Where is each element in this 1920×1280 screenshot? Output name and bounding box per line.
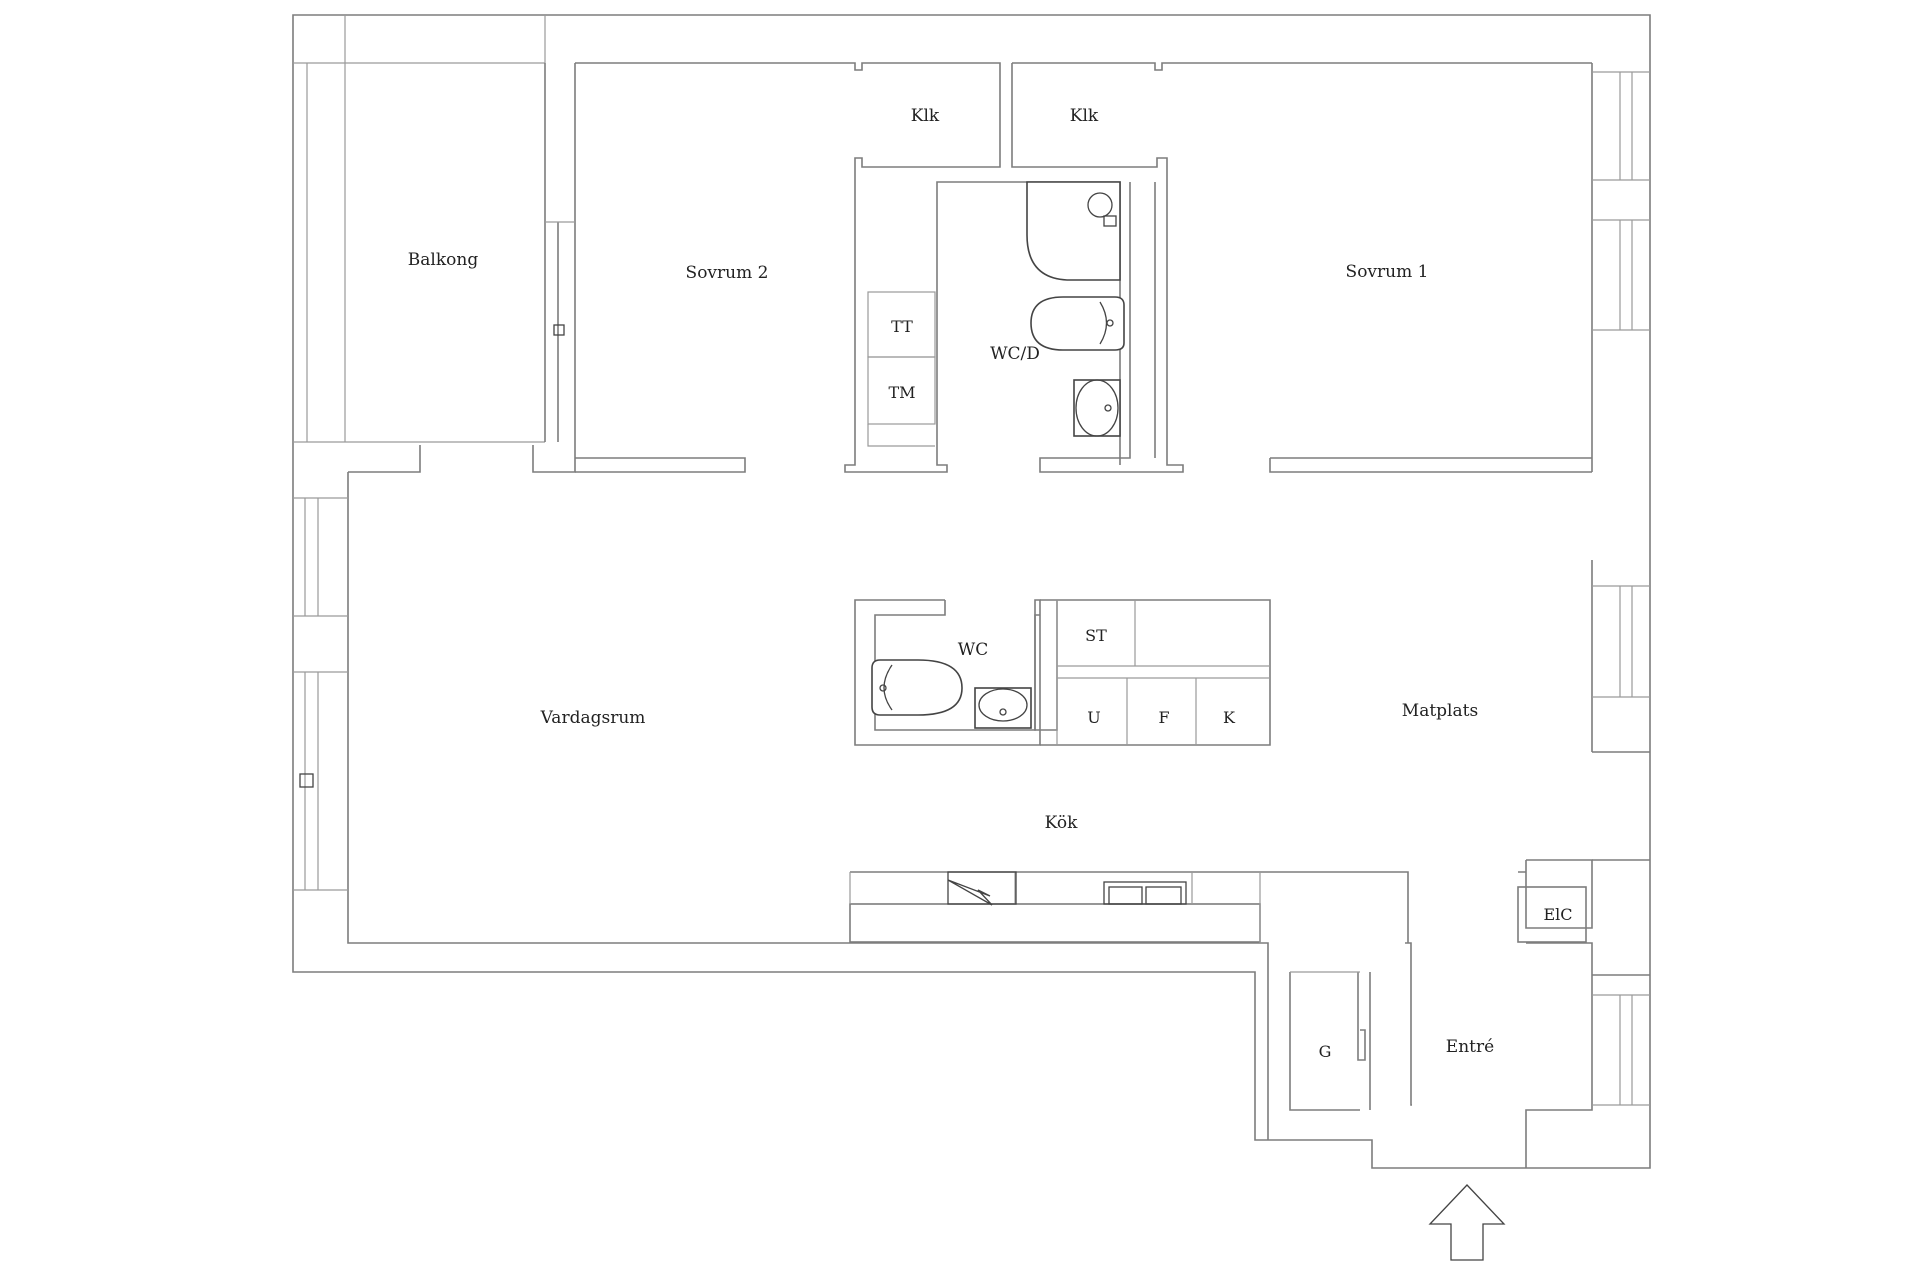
bedroom-2-walls: [575, 62, 1121, 473]
bedroom-1-walls: [1011, 62, 1592, 473]
laundry-units: [867, 291, 936, 447]
windows: [293, 71, 1650, 1106]
label-sovrum-2: Sovrum 2: [686, 263, 769, 283]
label-entre: Entré: [1446, 1037, 1494, 1057]
entry-area: [1289, 859, 1593, 1111]
label-sovrum-1: Sovrum 1: [1346, 262, 1429, 282]
label-tt: TT: [891, 317, 913, 336]
room-labels: Balkong Sovrum 2 Sovrum 1 Klk Klk WC/D T…: [408, 106, 1573, 1061]
label-k: K: [1223, 708, 1236, 727]
entrance-arrow-icon: [1428, 1184, 1506, 1261]
outer-walls: [292, 14, 1651, 1169]
label-wc-d: WC/D: [990, 344, 1040, 364]
wcd-fixtures: [1026, 181, 1125, 437]
balcony: [293, 15, 576, 473]
label-st: ST: [1085, 626, 1107, 645]
label-elc: ElC: [1543, 905, 1572, 924]
label-balkong: Balkong: [408, 250, 479, 270]
label-klk-left: Klk: [911, 106, 940, 126]
kitchen-counter: [849, 871, 1409, 943]
label-tm: TM: [888, 383, 915, 402]
label-u: U: [1087, 708, 1100, 727]
central-core: [854, 599, 1271, 746]
label-klk-right: Klk: [1070, 106, 1099, 126]
label-f: F: [1158, 708, 1169, 727]
label-kok: Kök: [1045, 813, 1078, 833]
label-g: G: [1319, 1042, 1332, 1061]
label-vardagsrum: Vardagsrum: [540, 708, 646, 728]
label-wc: WC: [958, 640, 988, 660]
label-matplats: Matplats: [1402, 701, 1478, 721]
